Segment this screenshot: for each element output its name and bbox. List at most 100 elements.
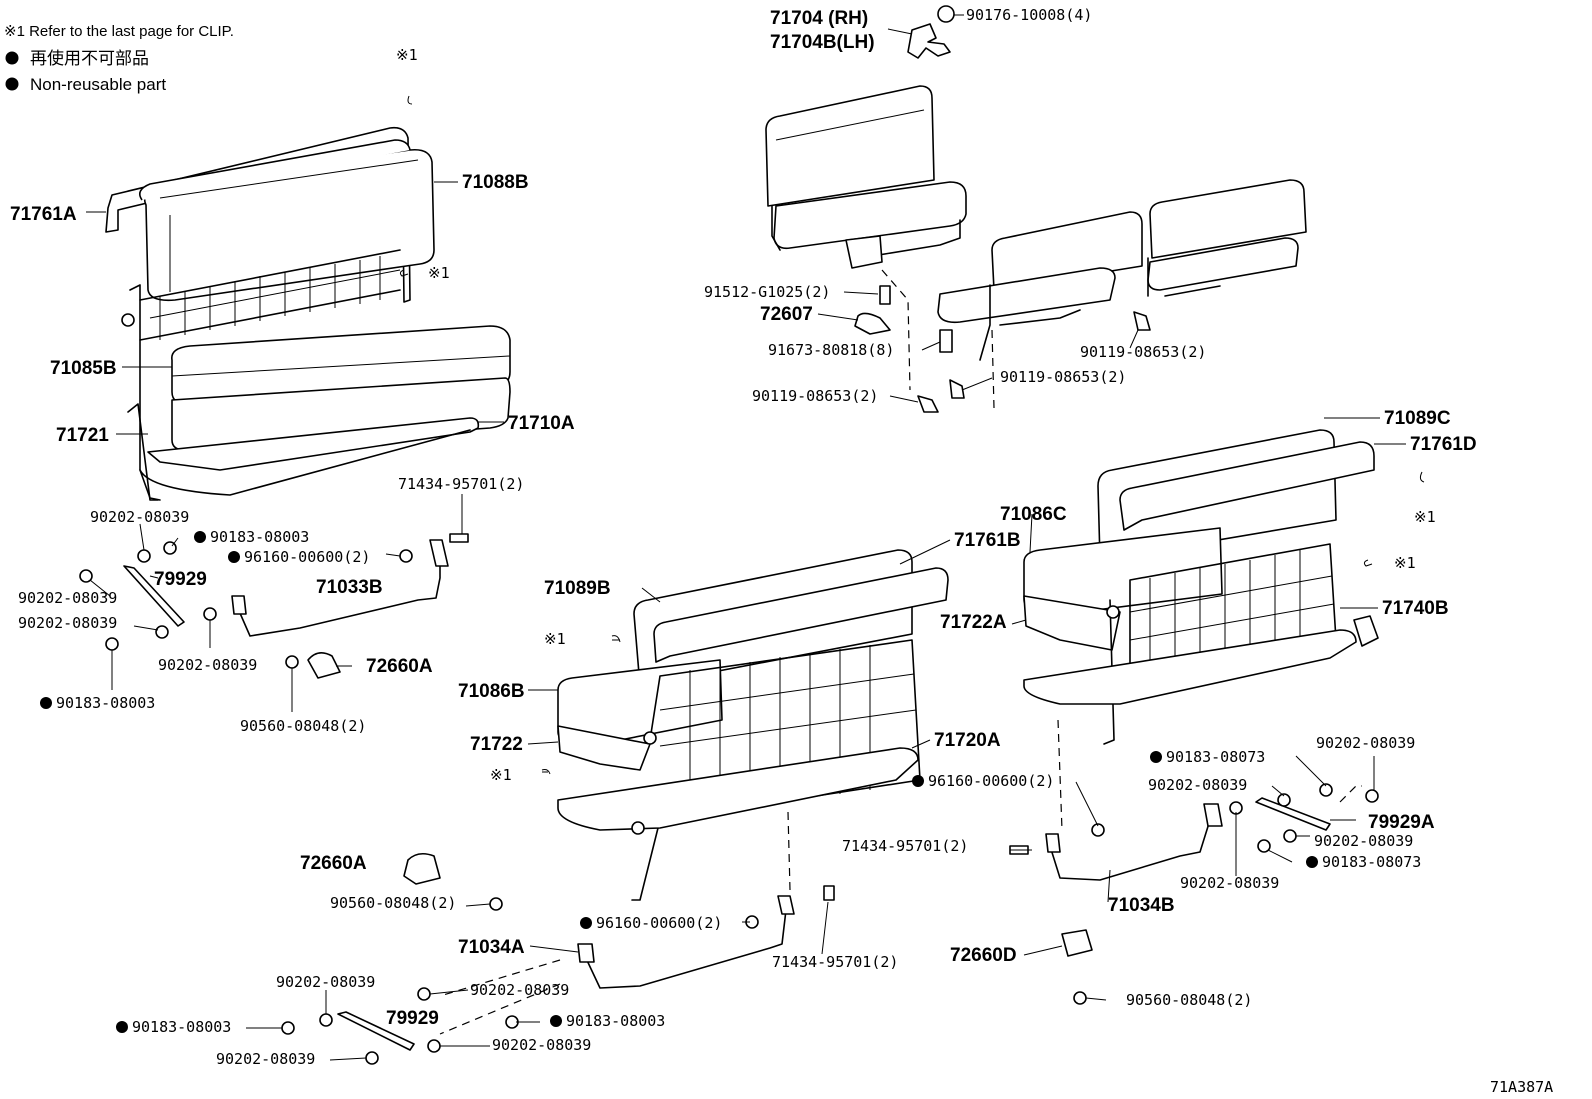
frame-bolt [643, 731, 657, 745]
bolt-71434 [449, 533, 469, 543]
label-72660a-b: 72660A [300, 853, 367, 874]
label-71740b: 71740B [1382, 598, 1449, 619]
label-71434-a: 71434-95701(2) [398, 475, 524, 493]
clip-icon [399, 269, 409, 277]
folding-seat-cushion-2 [937, 267, 1116, 324]
nut-90183 [1319, 783, 1333, 797]
label-96160-c: 96160-00600(2) [596, 914, 722, 932]
latch-72660a [307, 652, 341, 679]
rod-bracket [777, 895, 795, 915]
label-71761d: 71761D [1410, 434, 1477, 455]
frame-bolt [1106, 605, 1120, 619]
seat-base-panel-71721 [147, 417, 480, 471]
nut-90560 [489, 897, 503, 911]
label-ref-mark: ※1 [1394, 554, 1416, 572]
rod-bracket [1203, 803, 1223, 827]
seatback-trim-71761d [1119, 441, 1375, 531]
nut-90560 [285, 655, 299, 669]
non-reusable-bullet-icon [1150, 751, 1162, 763]
washer-90202 [365, 1051, 379, 1065]
label-71720a: 71720A [934, 730, 1001, 751]
rod-bracket [429, 539, 449, 567]
nut-90176 [937, 5, 955, 23]
linkage-71034b-group [1009, 783, 1379, 1005]
legend: ※1 Refer to the last page for CLIP. 再使用不… [4, 23, 234, 94]
seat-assembly-rear-folding [765, 5, 1307, 413]
clip-icon [1419, 471, 1425, 483]
label-90202-j: 90202-08039 [470, 981, 569, 999]
label-90560-a: 90560-08048(2) [240, 717, 366, 735]
clip-icon [541, 769, 551, 775]
rod-71033b [235, 551, 441, 637]
label-79929-a: 79929 [154, 569, 207, 590]
bolt-90119 [1133, 311, 1151, 331]
washer-90202 [155, 625, 169, 639]
non-reusable-label-en: Non-reusable part [30, 75, 166, 94]
nut-90183 [105, 637, 119, 651]
frame-bolt [121, 313, 135, 327]
label-79929-b: 79929 [386, 1008, 439, 1029]
seatback-trim [139, 139, 411, 201]
label-90183-c: 90183-08073 [1166, 748, 1265, 766]
label-71434-b: 71434-95701(2) [842, 837, 968, 855]
label-91512: 91512-G1025(2) [704, 283, 830, 301]
washer-90202 [1365, 789, 1379, 803]
non-reusable-bullet-icon [5, 51, 19, 65]
label-ref-mark: ※1 [428, 264, 450, 282]
seat-assembly-center [557, 549, 949, 901]
label-71704-rh: 71704 (RH) [770, 8, 868, 29]
seat-leg [127, 403, 159, 501]
label-90119-b: 90119-08653(2) [1000, 368, 1126, 386]
label-91673: 91673-80818(8) [768, 341, 894, 359]
clip-icon [407, 95, 413, 105]
latch-72660a [403, 852, 441, 885]
seat-cushion-lower-71722 [557, 725, 651, 771]
seat-assembly-front-left [105, 126, 511, 501]
label-71089c: 71089C [1384, 408, 1451, 429]
seat-base-panel [557, 747, 919, 831]
washer-90202 [137, 549, 151, 563]
label-90560-b: 90560-08048(2) [330, 894, 456, 912]
non-reusable-bullet-icon [40, 697, 52, 709]
non-reusable-bullet-icon [550, 1015, 562, 1027]
frame-bracket [1353, 615, 1379, 647]
label-79929a: 79929A [1368, 812, 1435, 833]
bolt-91673 [939, 329, 953, 353]
non-reusable-bullet-icon [228, 551, 240, 563]
linkage-71034a-group [281, 852, 835, 1065]
seat-cushion-lower-71722a [1023, 595, 1121, 651]
label-72607: 72607 [760, 304, 813, 325]
label-90202-c: 90202-08039 [18, 614, 117, 632]
rod-bracket [231, 595, 247, 615]
label-71086b: 71086B [458, 681, 525, 702]
part-labels: 71704 (RH) 71704B(LH) 90176-10008(4) ※1 … [10, 6, 1553, 1096]
label-71086c: 71086C [1000, 504, 1067, 525]
assembly-line [1339, 785, 1362, 803]
label-90202-k: 90202-08039 [492, 1036, 591, 1054]
washer-90202 [1277, 793, 1291, 807]
seatback-trim-71761b [653, 567, 949, 663]
clip-note: ※1 Refer to the last page for CLIP. [4, 23, 234, 40]
seat-base-edge [139, 429, 471, 496]
folding-seat-frame-2 [979, 284, 1081, 361]
rod-bracket [1045, 833, 1061, 853]
label-72660a-a: 72660A [366, 656, 433, 677]
clip-96160 [1091, 823, 1105, 837]
label-90119-c: 90119-08653(2) [752, 387, 878, 405]
link-79929 [337, 1011, 415, 1051]
latch-72660d [1061, 929, 1093, 957]
clip-symbols [399, 95, 1425, 775]
label-71034b: 71034B [1108, 895, 1175, 916]
folding-seat-frame-1 [771, 205, 961, 259]
clip-icon [611, 635, 621, 643]
label-71089b: 71089B [544, 578, 611, 599]
nut-90183 [1257, 839, 1271, 853]
label-90176: 90176-10008(4) [966, 6, 1092, 24]
washer-90202 [1283, 829, 1297, 843]
non-reusable-bullet-icon [912, 775, 924, 787]
bolt-90119 [949, 379, 965, 399]
label-90183-f: 90183-08003 [566, 1012, 665, 1030]
rod-71034b [1049, 819, 1211, 881]
hinge-bracket [845, 235, 883, 269]
